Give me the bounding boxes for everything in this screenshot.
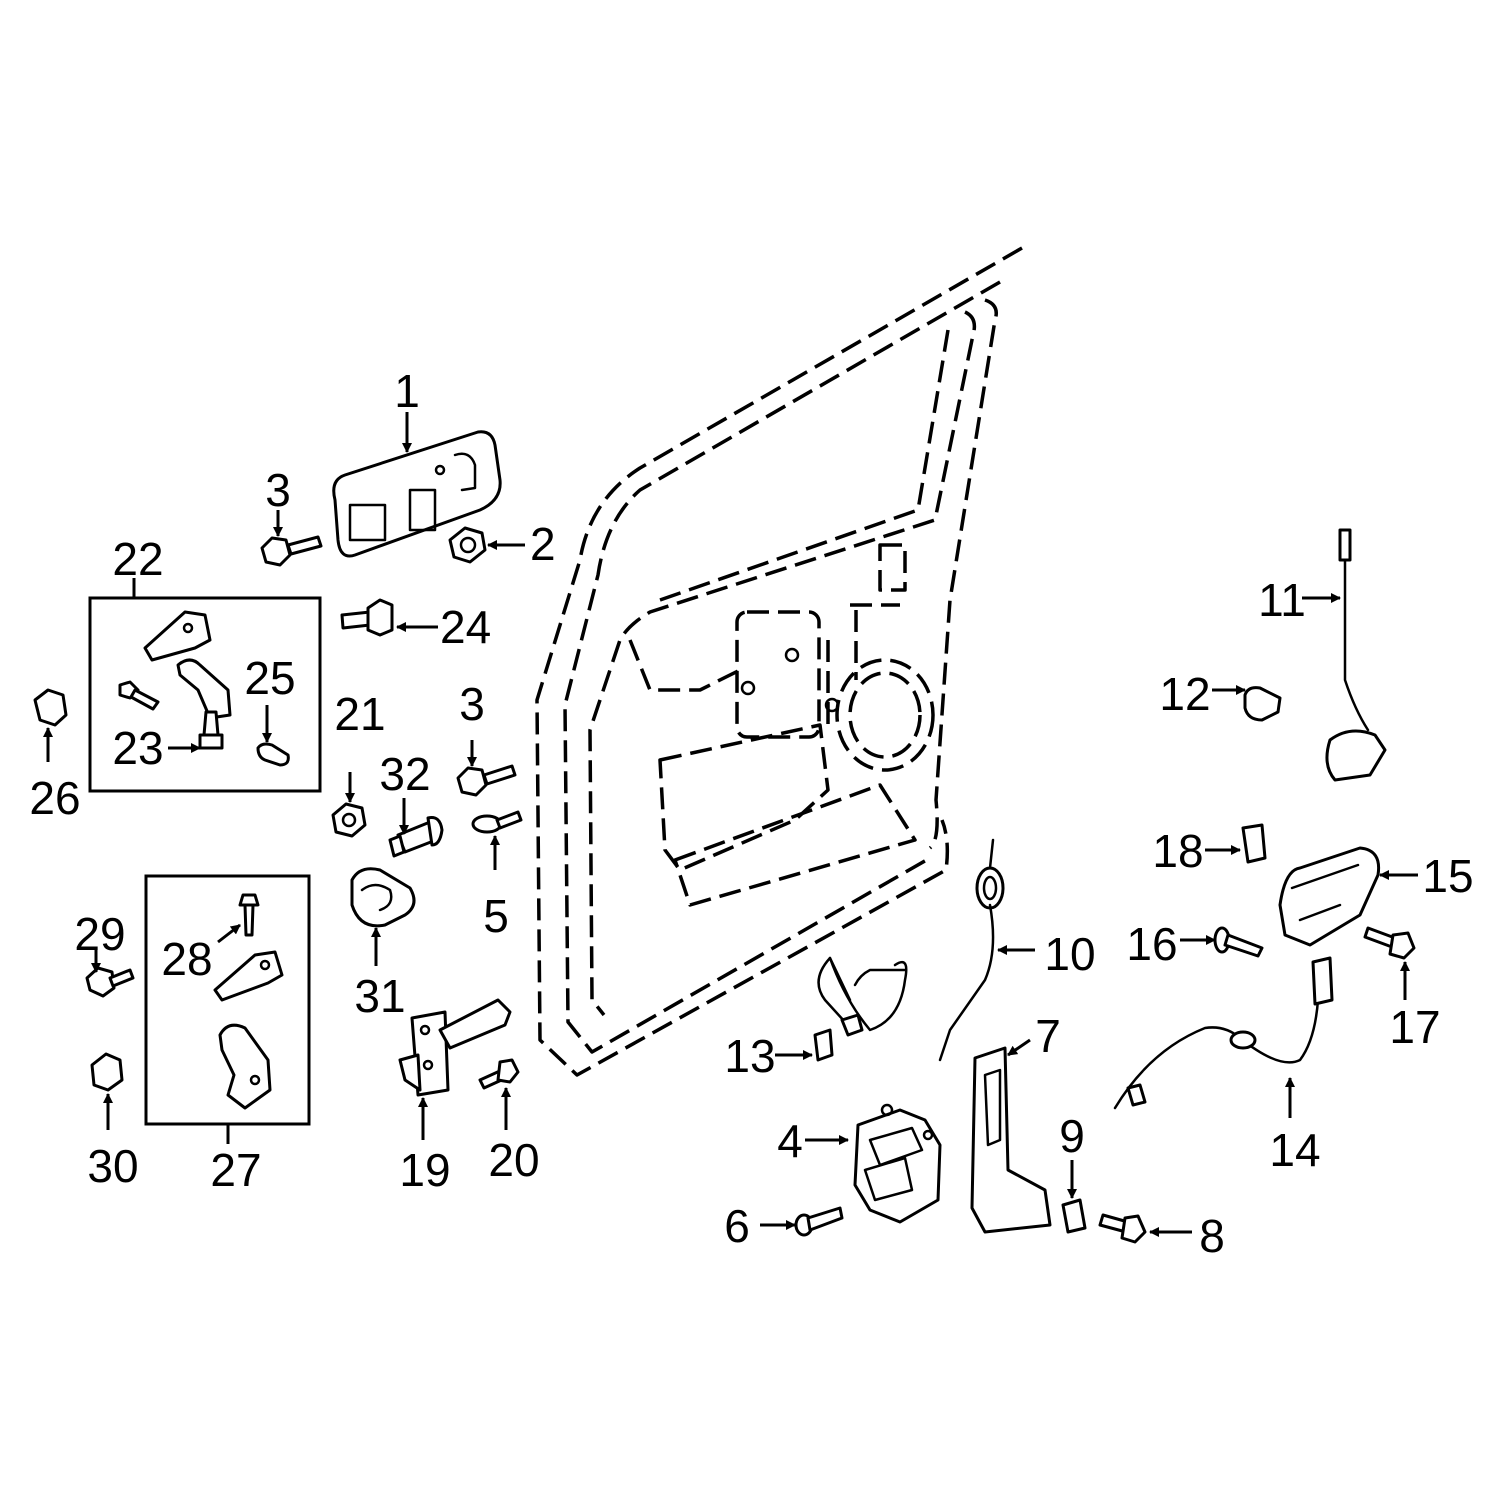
striker-part-31 xyxy=(350,867,416,928)
clip-part-18 xyxy=(1241,823,1267,864)
callout-16: 16 xyxy=(1126,918,1177,970)
cable-part-14 xyxy=(1113,956,1334,1110)
bolt-part-22-small xyxy=(118,680,160,711)
leader-lines xyxy=(43,412,1418,1237)
bolt-part-8 xyxy=(1098,1213,1147,1244)
bolt-part-24 xyxy=(340,598,394,637)
stud-part-32 xyxy=(388,816,444,858)
clip-part-12 xyxy=(1243,686,1282,722)
callout-31: 31 xyxy=(354,970,405,1022)
callout-15: 15 xyxy=(1422,850,1473,902)
callout-23: 23 xyxy=(112,722,163,774)
bolt-part-6 xyxy=(794,1206,844,1237)
rod-part-10 xyxy=(938,838,1005,1062)
bolt-part-20 xyxy=(478,1058,520,1090)
clip-part-9 xyxy=(1061,1198,1087,1234)
callout-32: 32 xyxy=(379,748,430,800)
bolt-part-17 xyxy=(1363,926,1416,960)
cable-part-13 xyxy=(813,956,908,1062)
callout-9: 9 xyxy=(1059,1110,1085,1162)
handle-bracket-part-1 xyxy=(332,430,502,558)
door-shell xyxy=(535,246,1023,1077)
callout-25: 25 xyxy=(244,652,295,704)
callout-3b: 3 xyxy=(459,678,485,730)
pin-part-25 xyxy=(256,742,290,767)
callout-13: 13 xyxy=(724,1030,775,1082)
callout-4: 4 xyxy=(777,1115,803,1167)
callout-7: 7 xyxy=(1035,1010,1061,1062)
hinge-bracket-part-22 xyxy=(143,610,232,720)
callout-3a: 3 xyxy=(265,464,291,516)
callout-27: 27 xyxy=(210,1144,261,1196)
callout-26: 26 xyxy=(29,772,80,824)
box-part-22 xyxy=(88,596,322,793)
lock-bracket-part-7 xyxy=(970,1046,1052,1234)
callout-10: 10 xyxy=(1044,928,1095,980)
door-check-part-19 xyxy=(398,998,512,1097)
bolt-part-29 xyxy=(85,966,135,998)
hinge-plate-part-27 xyxy=(213,950,284,1002)
callout-30: 30 xyxy=(87,1140,138,1192)
callout-2: 2 xyxy=(530,518,556,570)
rod-part-11 xyxy=(1325,528,1387,782)
nut-part-2 xyxy=(448,526,487,564)
nut-part-21 xyxy=(331,802,367,838)
callout-12: 12 xyxy=(1159,668,1210,720)
bolt-part-3b xyxy=(456,764,517,797)
callout-19: 19 xyxy=(399,1144,450,1196)
callout-5: 5 xyxy=(483,890,509,942)
callout-6: 6 xyxy=(724,1200,750,1252)
hinge-arm-part-27 xyxy=(218,1023,272,1110)
bolt-part-3a xyxy=(260,535,323,567)
screw-part-16 xyxy=(1213,926,1264,958)
callout-18: 18 xyxy=(1152,825,1203,877)
callout-21: 21 xyxy=(334,688,385,740)
nut-part-26 xyxy=(33,688,68,727)
callout-14: 14 xyxy=(1269,1124,1320,1176)
latch-part-4 xyxy=(853,1103,942,1224)
callout-24: 24 xyxy=(440,601,491,653)
callout-8: 8 xyxy=(1199,1210,1225,1262)
inside-handle-part-15 xyxy=(1278,846,1381,947)
clip-part-5 xyxy=(471,810,523,834)
nut-part-30 xyxy=(90,1052,124,1092)
box-part-27 xyxy=(144,874,311,1126)
callout-20: 20 xyxy=(488,1134,539,1186)
callout-labels: 1 2 3 24 22 25 23 26 21 32 3 5 31 28 29 … xyxy=(29,365,1473,1262)
callout-29: 29 xyxy=(74,908,125,960)
callout-28: 28 xyxy=(161,933,212,985)
bolt-part-28 xyxy=(238,893,260,937)
callout-1: 1 xyxy=(394,365,420,417)
callout-11: 11 xyxy=(1258,574,1306,626)
callout-22: 22 xyxy=(112,533,163,585)
callout-17: 17 xyxy=(1389,1001,1440,1053)
